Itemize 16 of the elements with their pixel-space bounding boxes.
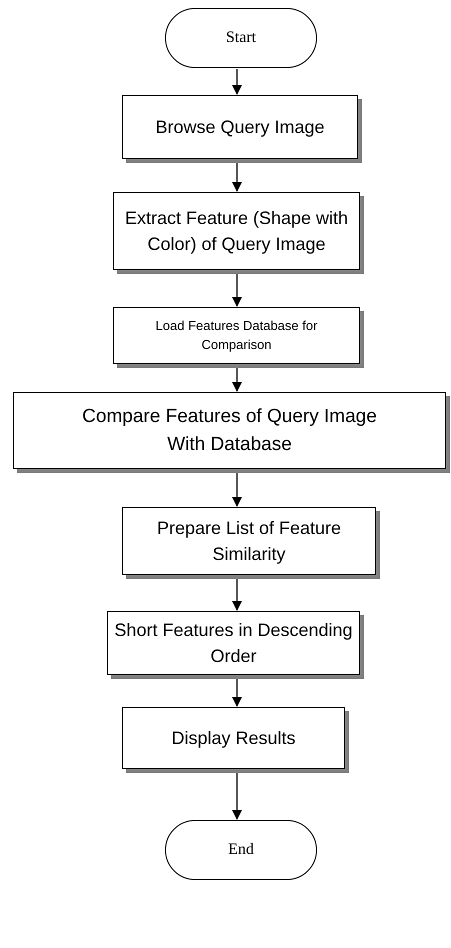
arrow [232, 576, 242, 611]
node-label: Short Features in Descending Order [113, 618, 354, 668]
node-label: Extract Feature (Shape with Color) of Query Image [124, 206, 350, 256]
node-label: Start [226, 28, 256, 48]
node-label: Load Features Database for Comparison [154, 316, 318, 354]
node-label: Browse Query Image [155, 116, 325, 139]
node-label: Prepare List of Feature Similarity [156, 516, 342, 566]
arrow [232, 770, 242, 820]
arrow [232, 69, 242, 95]
arrow [232, 676, 242, 707]
arrow [232, 160, 242, 192]
arrow [232, 470, 242, 507]
arrow [232, 271, 242, 307]
node-label: Display Results [171, 726, 296, 750]
node-label: End [228, 840, 254, 860]
node-label: Compare Features of Query Image With Database [81, 404, 378, 456]
